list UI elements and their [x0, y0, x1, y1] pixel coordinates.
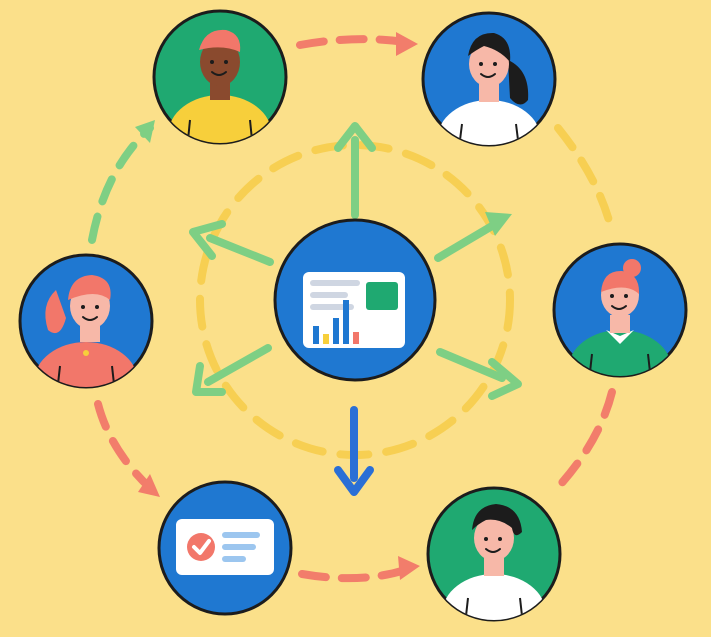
person-top-right-node — [421, 11, 557, 147]
arrowhead-green-topleft — [135, 120, 155, 143]
hub-arrow-upleft — [189, 220, 274, 266]
arc-left-to-task — [94, 400, 154, 492]
person-top-left-node — [152, 9, 288, 145]
hub-node — [273, 218, 437, 382]
hub-arrow-upright — [434, 212, 512, 262]
person-left-node — [18, 253, 154, 389]
arc-topright-to-right — [554, 124, 616, 236]
arc-right-to-bottomright — [556, 388, 616, 489]
person-right-node — [552, 242, 688, 378]
arrowhead-salmon-left — [138, 474, 160, 497]
arc-topleft-to-topright — [296, 35, 409, 49]
arrowhead-salmon-bottom — [398, 556, 420, 580]
dashboard-chart-icon — [303, 272, 405, 348]
arc-left-to-topleft — [88, 124, 154, 244]
person-bottom-right-node — [426, 486, 562, 622]
hub-arrow-up — [334, 122, 376, 219]
task-card-node — [157, 480, 293, 616]
hub-arrow-down — [334, 406, 374, 496]
arc-task-to-bottomright — [298, 566, 409, 583]
checklist-card-icon — [176, 519, 274, 575]
hub-arrow-downright — [436, 348, 522, 400]
arrowhead-salmon-top — [396, 32, 418, 56]
hub-arrow-downleft — [192, 344, 272, 396]
